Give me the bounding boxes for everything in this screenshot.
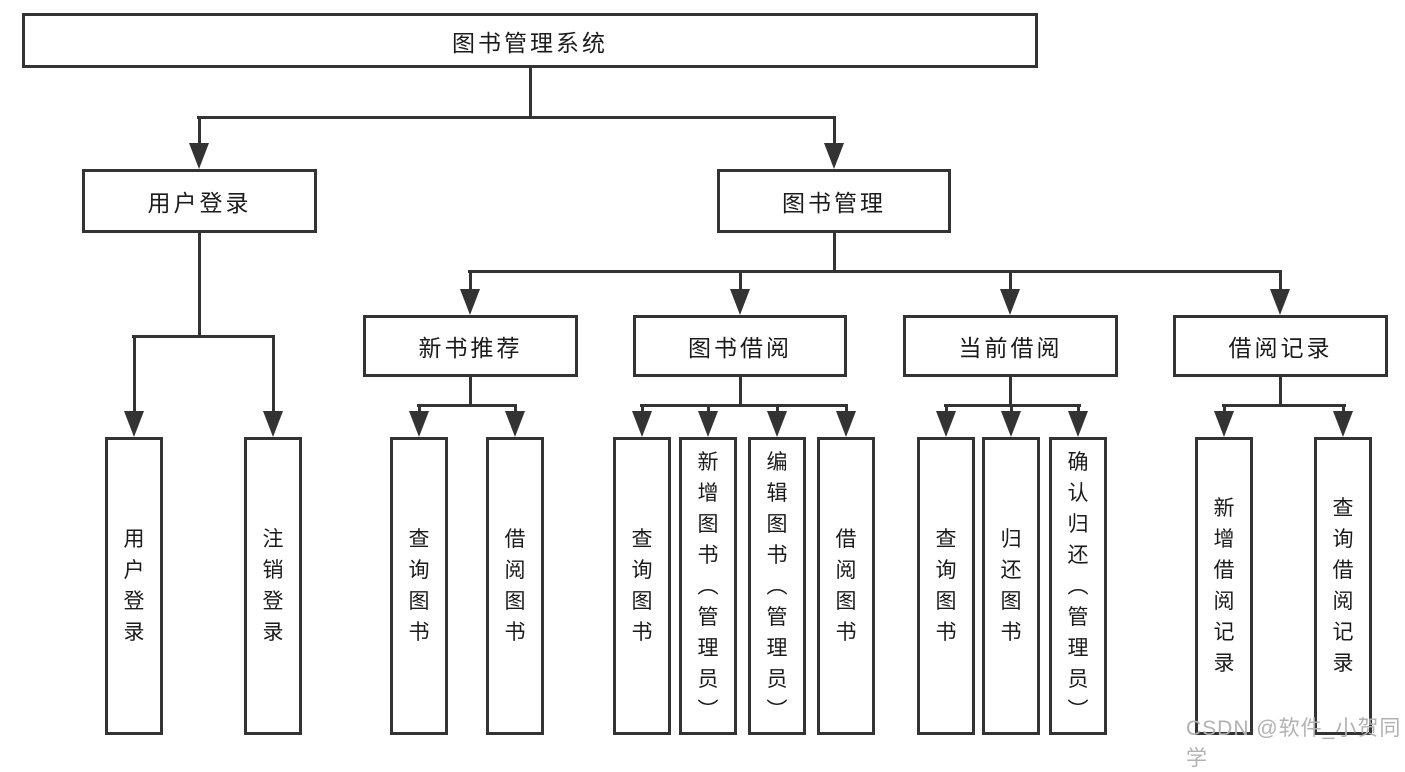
connector-line — [133, 335, 136, 411]
leaf-logout-label: 注销登录 — [262, 528, 284, 644]
leaf-borrowing-borrow-books: 借阅图书 — [817, 437, 875, 735]
leaf-current-query-books: 查询图书 — [917, 437, 975, 735]
connector-line — [833, 116, 836, 143]
node-root-label: 图书管理系统 — [452, 29, 608, 56]
arrow-down-icon — [1068, 411, 1088, 437]
connector-line — [468, 270, 1282, 273]
connector-line — [739, 270, 742, 289]
arrow-down-icon — [936, 411, 956, 437]
arrow-down-icon — [632, 411, 652, 437]
leaf-records-query-record: 查询借阅记录 — [1314, 437, 1372, 735]
connector-line — [198, 116, 201, 143]
leaf-current-confirm-return-admin-label: 确认归还︵管理员︶ — [1067, 450, 1089, 722]
leaf-borrowing-query-books-label: 查询图书 — [631, 528, 653, 644]
node-user-login: 用户登录 — [82, 169, 317, 233]
arrow-down-icon — [263, 411, 283, 437]
connector-line — [739, 377, 742, 407]
connector-line — [1009, 270, 1012, 289]
node-root: 图书管理系统 — [22, 13, 1038, 68]
arrow-down-icon — [836, 411, 856, 437]
arrow-down-icon — [824, 143, 844, 169]
connector-line — [529, 68, 532, 119]
watermark: CSDN @软件_小贺同学 — [1186, 717, 1402, 770]
leaf-borrowing-add-books-admin: 新增图书︵管理员︶ — [679, 437, 737, 735]
node-user-login-label: 用户登录 — [147, 190, 252, 216]
leaf-recommend-query-books: 查询图书 — [390, 437, 448, 735]
connector-line — [1009, 377, 1012, 407]
leaf-borrowing-query-books: 查询图书 — [613, 437, 671, 735]
node-book-borrowing: 图书借阅 — [633, 315, 847, 377]
connector-line — [776, 404, 779, 411]
arrow-down-icon — [767, 411, 787, 437]
arrow-down-icon — [124, 411, 144, 437]
connector-line — [1279, 377, 1282, 407]
arrow-down-icon — [1000, 289, 1020, 315]
leaf-user-login-label: 用户登录 — [123, 528, 145, 644]
leaf-current-return-books-label: 归还图书 — [1000, 528, 1022, 644]
node-borrowing-records: 借阅记录 — [1173, 315, 1388, 377]
connector-line — [469, 377, 472, 407]
connector-line — [1010, 404, 1013, 411]
connector-line — [132, 335, 274, 338]
connector-line — [514, 404, 517, 411]
arrow-down-icon — [1214, 411, 1234, 437]
node-current-borrowing-label: 当前借阅 — [958, 335, 1063, 361]
connector-line — [845, 404, 848, 411]
leaf-user-login: 用户登录 — [105, 437, 163, 735]
leaf-logout: 注销登录 — [244, 437, 302, 735]
leaf-current-query-books-label: 查询图书 — [935, 528, 957, 644]
arrow-down-icon — [505, 411, 525, 437]
leaf-borrowing-add-books-admin-label: 新增图书︵管理员︶ — [697, 450, 719, 722]
leaf-recommend-query-books-label: 查询图书 — [408, 528, 430, 644]
connector-line — [1279, 270, 1282, 289]
arrow-down-icon — [460, 289, 480, 315]
leaf-borrowing-edit-books-admin-label: 编辑图书︵管理员︶ — [766, 450, 788, 722]
node-new-book-recommend: 新书推荐 — [363, 315, 578, 377]
node-book-borrowing-label: 图书借阅 — [688, 335, 792, 361]
leaf-recommend-borrow-books: 借阅图书 — [486, 437, 544, 735]
arrow-down-icon — [698, 411, 718, 437]
connector-line — [641, 404, 644, 411]
arrow-down-icon — [409, 411, 429, 437]
connector-line — [1222, 404, 1346, 407]
arrow-down-icon — [1333, 411, 1353, 437]
connector-line — [469, 270, 472, 289]
connector-line — [418, 404, 421, 411]
connector-line — [1077, 404, 1080, 411]
connector-line — [272, 335, 275, 411]
org-chart: 图书管理系统 用户登录 图书管理 新书推荐 图书借阅 当前借阅 借阅记录 用户登… — [22, 13, 1400, 770]
connector-line — [640, 404, 848, 407]
arrow-down-icon — [730, 289, 750, 315]
leaf-records-add-record-label: 新增借阅记录 — [1213, 497, 1235, 675]
leaf-borrowing-edit-books-admin: 编辑图书︵管理员︶ — [748, 437, 806, 735]
connector-line — [198, 233, 201, 338]
connector-line — [707, 404, 710, 411]
connector-line — [833, 233, 836, 273]
leaf-current-confirm-return-admin: 确认归还︵管理员︶ — [1049, 437, 1107, 735]
leaf-records-add-record: 新增借阅记录 — [1195, 437, 1253, 735]
node-new-book-recommend-label: 新书推荐 — [418, 335, 523, 361]
leaf-borrowing-borrow-books-label: 借阅图书 — [835, 528, 857, 644]
arrow-down-icon — [1001, 411, 1021, 437]
leaf-records-query-record-label: 查询借阅记录 — [1332, 497, 1354, 675]
node-book-management: 图书管理 — [717, 169, 951, 233]
arrow-down-icon — [189, 143, 209, 169]
connector-line — [417, 404, 517, 407]
leaf-current-return-books: 归还图书 — [982, 437, 1040, 735]
leaf-recommend-borrow-books-label: 借阅图书 — [504, 528, 526, 644]
node-borrowing-records-label: 借阅记录 — [1228, 335, 1333, 361]
node-current-borrowing: 当前借阅 — [903, 315, 1118, 377]
connector-line — [1223, 404, 1226, 411]
node-book-management-label: 图书管理 — [782, 190, 886, 216]
connector-line — [197, 116, 836, 119]
arrow-down-icon — [1270, 289, 1290, 315]
connector-line — [945, 404, 948, 411]
connector-line — [1342, 404, 1345, 411]
